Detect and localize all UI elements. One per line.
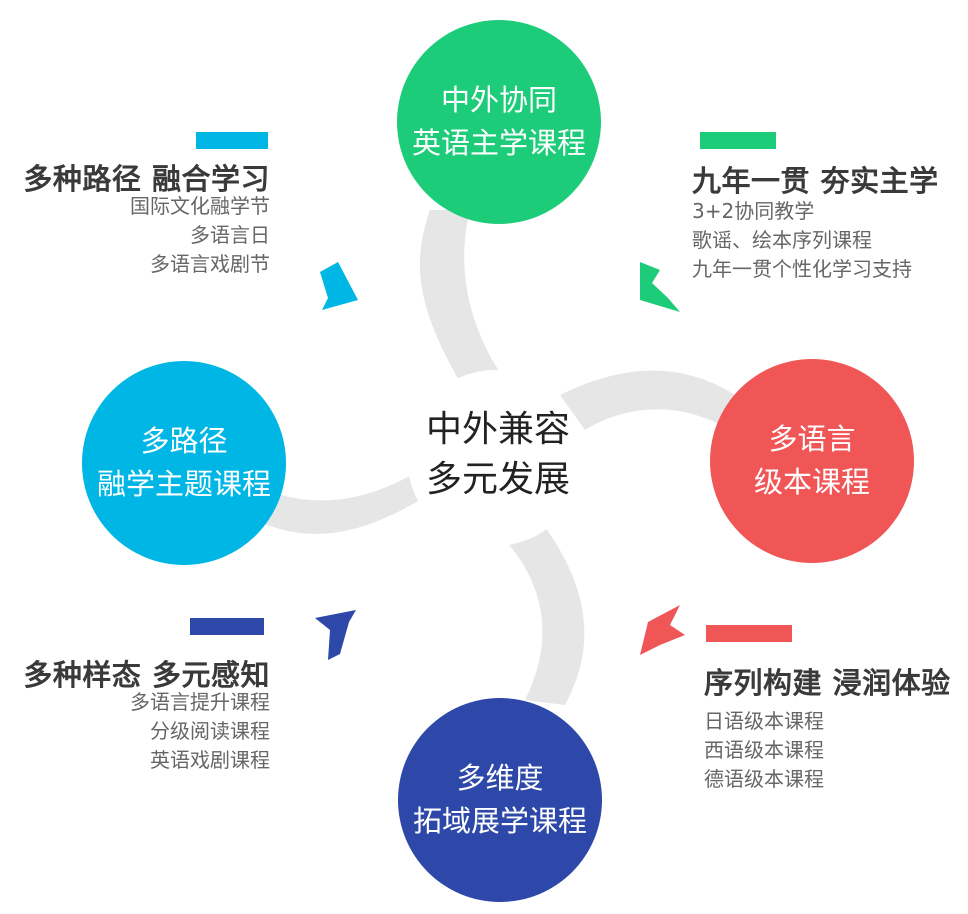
pinwheel-swirl: [255, 210, 735, 705]
center-label: 中外兼容 多元发展: [408, 405, 588, 505]
list-item: 西语级本课程: [704, 738, 824, 762]
center-line1: 中外兼容: [425, 409, 570, 450]
circle-top-line2: 英语主学课程: [411, 126, 586, 160]
circle-top-line1: 中外协同: [440, 83, 557, 117]
top-left-accent-bar: [196, 132, 268, 149]
bottom-right-items: 日语级本课程 西语级本课程 德语级本课程: [704, 707, 824, 794]
list-item: 歌谣、绘本序列课程: [692, 228, 872, 252]
list-item: 日语级本课程: [704, 709, 824, 733]
bottom-left-arrow-icon: [315, 610, 356, 660]
circle-right-line1: 多语言: [768, 422, 856, 456]
circle-bottom-multidimensional: 多维度 拓域展学课程: [398, 698, 602, 902]
list-item: 英语戏剧课程: [150, 748, 270, 772]
bottom-left-title: 多种样态 多元感知: [23, 658, 270, 692]
circle-top-english: 中外协同 英语主学课程: [397, 20, 601, 224]
top-right-arrow-icon: [640, 262, 680, 312]
list-item: 国际文化融学节: [130, 194, 270, 218]
list-item: 多语言日: [190, 223, 270, 247]
list-item: 德语级本课程: [704, 767, 824, 791]
list-item: 分级阅读课程: [150, 719, 270, 743]
circle-left-multipath: 多路径 融学主题课程: [82, 361, 286, 565]
swirl-blade-top: [419, 210, 505, 400]
top-right-accent-bar: [700, 132, 776, 149]
circle-left-line1: 多路径: [140, 424, 228, 458]
swirl-blade-bottom: [505, 520, 585, 705]
top-left-arrow-icon: [320, 262, 358, 310]
bottom-left-items: 多语言提升课程 分级阅读课程 英语戏剧课程: [130, 688, 270, 775]
top-left-items: 国际文化融学节 多语言日 多语言戏剧节: [130, 192, 270, 279]
top-right-title: 九年一贯 夯实主学: [692, 164, 939, 198]
bottom-left-accent-bar: [190, 618, 264, 635]
list-item: 九年一贯个性化学习支持: [692, 257, 912, 281]
center-disk: [407, 370, 583, 546]
list-item: 多语言提升课程: [130, 690, 270, 714]
circle-right-line2: 级本课程: [753, 465, 870, 499]
circle-bottom-line2: 拓域展学课程: [412, 804, 587, 838]
bottom-right-arrow-icon: [640, 605, 685, 655]
circle-right-multilingual: 多语言 级本课程: [710, 359, 914, 563]
circle-left-line2: 融学主题课程: [96, 467, 271, 501]
bottom-right-accent-bar: [706, 625, 792, 642]
circle-bottom-line1: 多维度: [456, 761, 544, 795]
top-right-items: 3+2协同教学 歌谣、绘本序列课程 九年一贯个性化学习支持: [692, 197, 912, 284]
swirl-blade-right: [560, 370, 735, 430]
center-line2: 多元发展: [425, 459, 570, 500]
bottom-right-title: 序列构建 浸润体验: [704, 666, 951, 700]
list-item: 多语言戏剧节: [150, 252, 270, 276]
swirl-blade-left: [255, 470, 420, 534]
top-left-title: 多种路径 融合学习: [23, 162, 270, 196]
list-item: 3+2协同教学: [692, 199, 815, 223]
